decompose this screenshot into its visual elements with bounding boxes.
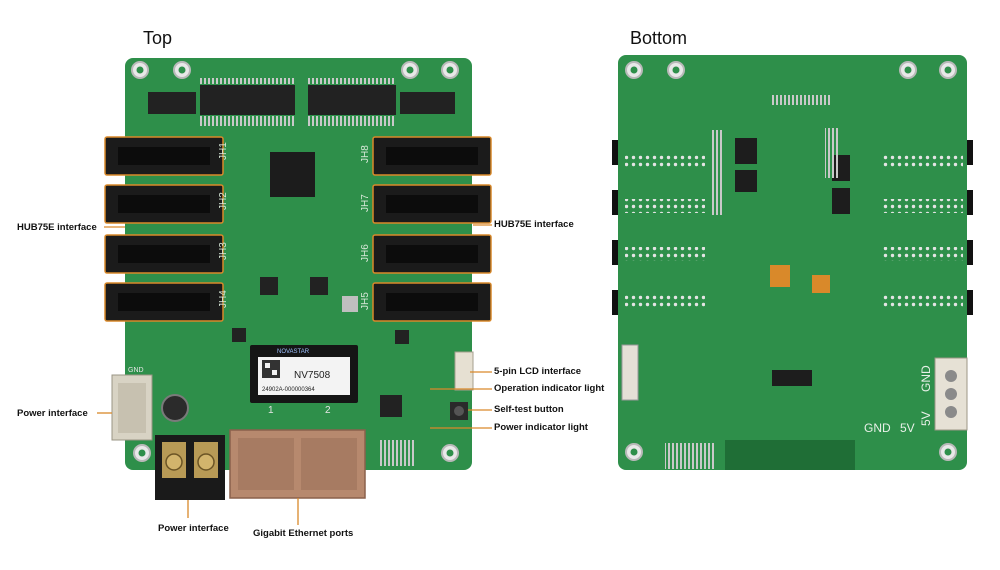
small-chip [310, 277, 328, 295]
orange-component [812, 275, 830, 293]
bottom-power-terminal [934, 357, 968, 431]
port2-label: 2 [325, 405, 331, 416]
operation-light-label: Operation indicator light [494, 383, 605, 394]
model-label: NV7508 [294, 370, 331, 381]
hub75e-label-left: HUB75E interface [17, 222, 97, 233]
orange-component [770, 265, 790, 287]
power-interface-label-left: Power interface [17, 408, 88, 419]
lcd-interface-label: 5-pin LCD interface [494, 366, 582, 377]
power-screw-terminal [155, 435, 225, 500]
self-test-label: Self-test button [494, 404, 564, 415]
port1-label: 1 [268, 405, 274, 416]
right-5v-label: 5V [919, 411, 933, 426]
gigabit-ethernet-label: Gigabit Ethernet ports [253, 528, 354, 539]
jh3-label: JH3 [218, 242, 229, 260]
bottom-board: GND 5V 5V GND [612, 55, 973, 470]
bottom-pcb [618, 55, 967, 470]
solder-pad-rows [625, 153, 963, 307]
top-heading: Top [143, 28, 173, 48]
leader-lines-top [97, 224, 492, 525]
small-chip [232, 328, 246, 342]
small-chip [380, 395, 402, 417]
jh6-label: JH6 [360, 244, 371, 262]
jh1-label: JH1 [218, 142, 229, 160]
small-chip [395, 330, 409, 344]
bottom-lcd-header [621, 344, 639, 401]
jh5-label: JH5 [360, 292, 371, 310]
gigabit-ethernet-ports: 1 2 [229, 405, 366, 499]
small-chip [260, 277, 278, 295]
top-chip-row [148, 78, 455, 126]
power-light-label: Power indicator light [494, 422, 588, 433]
metal-component [342, 296, 358, 312]
jh7-label: JH7 [360, 194, 371, 212]
serial-label: 24902A-000000364 [262, 387, 315, 393]
hub75e-label-right: HUB75E interface [494, 219, 574, 230]
hub75e-connectors-right [372, 136, 492, 322]
brand-label: NOVASTAR [277, 349, 310, 355]
hub75e-connectors-left [104, 136, 224, 322]
top-board: JH1 JH2 JH3 JH4 JH5 JH6 JH7 JH8 NOVASTAR… [104, 58, 492, 500]
right-gnd-label: GND [919, 365, 933, 392]
jh4-label: JH4 [218, 290, 229, 308]
jh8-label: JH8 [360, 145, 371, 163]
bottom-heading: Bottom [630, 28, 688, 48]
main-processor-chip [270, 152, 315, 197]
nv7508-module: NOVASTAR NV7508 24902A-000000364 [250, 345, 358, 403]
bottom-5v-label: 5V [900, 421, 915, 435]
jh2-label: JH2 [218, 192, 229, 210]
header-pins [378, 440, 416, 466]
power-connector-side: GND [111, 367, 153, 441]
bottom-gnd-label: GND [864, 421, 891, 435]
capacitor [161, 394, 189, 422]
power-gnd-silk: GND [128, 367, 144, 374]
bottom-header-pins [665, 443, 715, 469]
power-interface-label-bottom: Power interface [158, 523, 229, 534]
lcd-connector [454, 351, 474, 391]
